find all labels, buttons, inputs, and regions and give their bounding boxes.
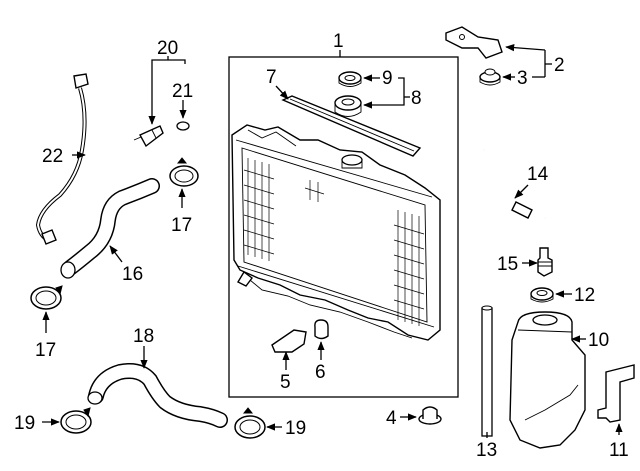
callout-13: 13 — [476, 440, 497, 461]
callout-21: 21 — [172, 81, 193, 102]
callout-2: 2 — [554, 55, 565, 76]
radiator-core — [231, 124, 441, 341]
callout-4: 4 — [386, 408, 397, 429]
callout-9: 9 — [382, 68, 393, 89]
upper-hose-clamp-right — [234, 407, 266, 439]
callout-17-lower: 17 — [35, 340, 56, 361]
callout-15: 15 — [497, 254, 518, 275]
reserve-tank-cap — [530, 287, 554, 303]
radiator-upper-hose — [87, 363, 228, 428]
radiator-cap-seal — [338, 71, 362, 87]
radiator-cap — [334, 95, 362, 117]
leader-lines — [42, 43, 623, 438]
radiator-assembly-frame — [228, 56, 459, 398]
overflow-hose — [483, 143, 546, 220]
upper-bracket — [445, 26, 503, 59]
callout-16: 16 — [122, 264, 143, 285]
callout-8: 8 — [411, 88, 422, 109]
lower-grommet — [418, 406, 442, 425]
radiator-lower-hose — [60, 178, 160, 279]
upper-hose-clamp-left — [60, 407, 92, 434]
callout-14: 14 — [527, 164, 549, 185]
upper-grommet — [479, 68, 501, 86]
callout-5: 5 — [280, 372, 291, 393]
callout-7: 7 — [266, 67, 277, 88]
radiator-upper-strip — [281, 95, 422, 157]
callout-19-right: 19 — [285, 418, 306, 439]
callout-1: 1 — [333, 31, 344, 52]
callout-17-upper: 17 — [171, 215, 192, 236]
reserve-tank-tube — [481, 305, 493, 437]
radiator-mount-bracket — [271, 329, 307, 353]
callout-20: 20 — [157, 38, 178, 59]
callout-6: 6 — [315, 362, 326, 383]
hose-clip — [537, 247, 553, 277]
callout-11: 11 — [609, 440, 629, 461]
fan-switch-harness — [35, 73, 89, 245]
callout-labels: 1 2 3 4 5 6 7 8 9 10 11 12 13 14 15 16 1… — [14, 31, 629, 461]
hose-clamp-upper — [169, 157, 199, 187]
reserve-tank-bracket — [597, 364, 635, 423]
reserve-tank — [509, 311, 586, 449]
callout-22: 22 — [42, 146, 63, 167]
callout-18: 18 — [133, 326, 154, 347]
callout-19-left: 19 — [14, 413, 35, 434]
callout-3: 3 — [517, 68, 528, 89]
radiator-mount-cushion — [314, 319, 329, 340]
callout-10: 10 — [588, 330, 609, 351]
callout-12: 12 — [574, 285, 595, 306]
thermo-switch-washer — [176, 121, 190, 131]
thermo-switch — [133, 125, 164, 148]
hose-clamp-lower — [30, 285, 63, 310]
